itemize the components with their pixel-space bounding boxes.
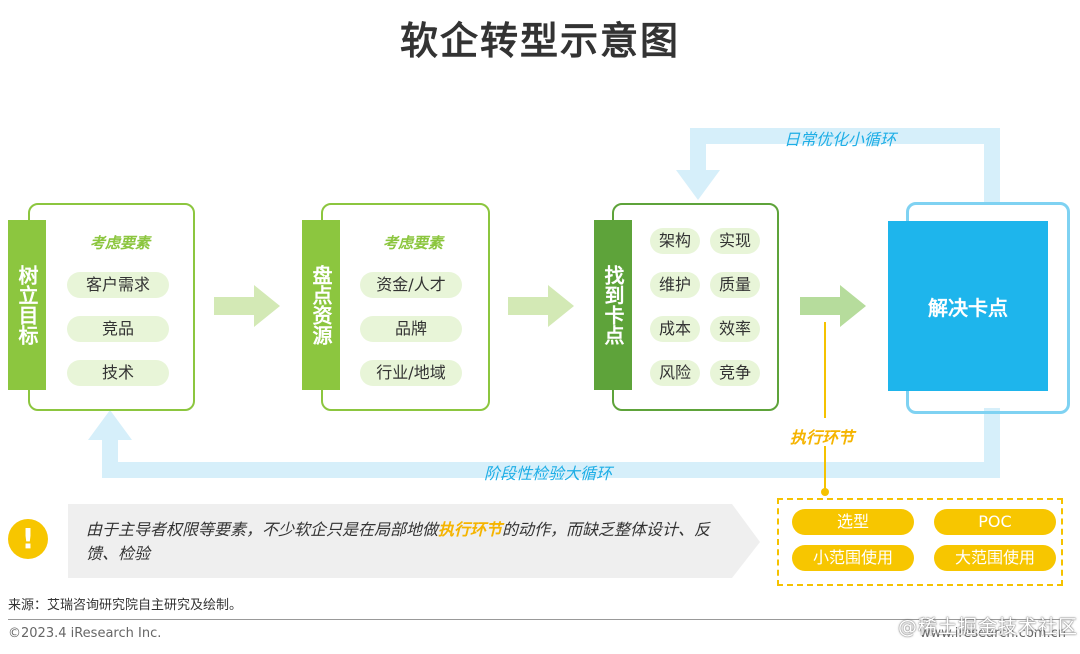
bottleneck-item: 成本 bbox=[650, 316, 700, 342]
big-loop-arrowhead bbox=[88, 410, 132, 440]
exec-item: 选型 bbox=[792, 509, 914, 535]
note-text-before: 由于主导者权限等要素，不少软企只是在局部地做 bbox=[86, 520, 439, 539]
footer-divider bbox=[8, 619, 1072, 620]
note-text: 由于主导者权限等要素，不少软企只是在局部地做执行环节的动作，而缺乏整体设计、反馈… bbox=[86, 518, 736, 566]
stage-inventory-consider: 考虑要素 bbox=[382, 234, 443, 252]
bottleneck-item: 竞争 bbox=[710, 360, 760, 386]
bottleneck-item: 质量 bbox=[710, 272, 760, 298]
big-loop-arrow bbox=[102, 408, 1000, 478]
small-loop-arrowhead bbox=[676, 170, 720, 200]
stage-inventory-item: 品牌 bbox=[360, 316, 462, 342]
page-title: 软企转型示意图 bbox=[399, 19, 680, 63]
stage-set-goal-consider: 考虑要素 bbox=[89, 234, 150, 252]
note-highlight: 执行环节 bbox=[438, 520, 503, 539]
bottleneck-item: 架构 bbox=[650, 228, 700, 254]
watermark: @稀土掘金技术社区 bbox=[898, 616, 1079, 638]
stage-solve: 解决卡点 bbox=[888, 221, 1048, 391]
exec-connector-dot bbox=[821, 488, 829, 496]
stage-inventory-item: 资金/人才 bbox=[360, 272, 462, 298]
copyright: ©2023.4 iResearch Inc. bbox=[8, 626, 162, 641]
bottleneck-item: 效率 bbox=[710, 316, 760, 342]
stage-set-goal-item: 客户需求 bbox=[67, 272, 169, 298]
big-loop-label: 阶段性检验大循环 bbox=[484, 464, 613, 483]
exec-box bbox=[777, 498, 1063, 586]
stage-set-goal-item: 技术 bbox=[67, 360, 169, 386]
exec-item: POC bbox=[934, 509, 1056, 535]
bottleneck-item: 风险 bbox=[650, 360, 700, 386]
small-loop-label: 日常优化小循环 bbox=[784, 130, 897, 149]
bottleneck-item: 维护 bbox=[650, 272, 700, 298]
stage-set-goal-label: 树立目标 bbox=[8, 220, 46, 390]
arrow-2-3 bbox=[508, 285, 574, 327]
exec-label: 执行环节 bbox=[790, 428, 855, 447]
exec-item: 大范围使用 bbox=[934, 545, 1056, 571]
arrow-1-2 bbox=[214, 285, 280, 327]
source-note: 来源：艾瑞咨询研究院自主研究及绘制。 bbox=[8, 598, 243, 613]
bottleneck-item: 实现 bbox=[710, 228, 760, 254]
arrow-3-4 bbox=[800, 285, 866, 327]
exec-item: 小范围使用 bbox=[792, 545, 914, 571]
stage-inventory-item: 行业/地域 bbox=[360, 360, 462, 386]
note-text-after: 的动作，而缺乏整体设计、反馈、检验 bbox=[86, 520, 711, 563]
stage-find-bottleneck-label: 找到卡点 bbox=[594, 220, 632, 390]
stage-set-goal-item: 竞品 bbox=[67, 316, 169, 342]
small-loop-arrow bbox=[690, 128, 1000, 205]
stage-inventory-label: 盘点资源 bbox=[302, 220, 340, 390]
note-banner bbox=[68, 504, 760, 578]
site-url: www.iresearch.com.cn bbox=[919, 626, 1066, 641]
exclamation-icon: ! bbox=[8, 519, 48, 559]
